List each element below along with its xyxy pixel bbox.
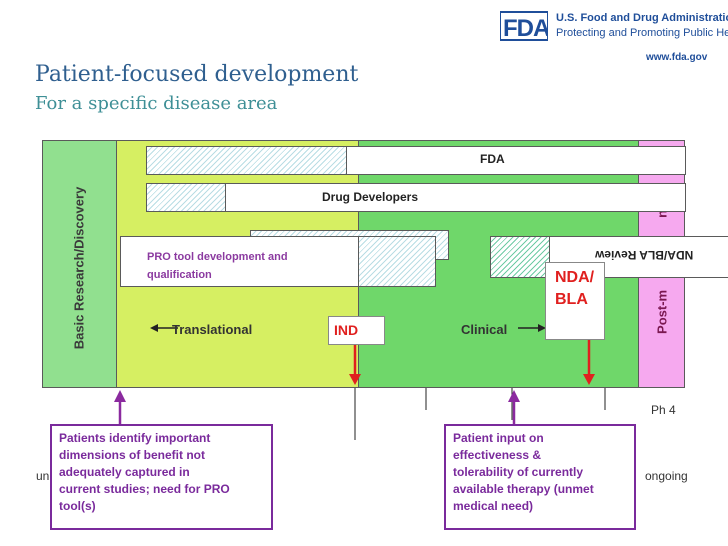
- note-line: adequately captured in: [59, 465, 190, 479]
- drug-developers-bar-hatched: [146, 183, 226, 212]
- agency-tagline: Protecting and Promoting Public Health: [556, 27, 728, 39]
- nda-bla-arrowhead: [583, 374, 595, 385]
- axis-left-label: un: [36, 469, 50, 483]
- clinical-label: Clinical: [461, 322, 508, 337]
- pro-tool-label: PRO tool development and qualification: [147, 248, 347, 284]
- note-line: tool(s): [59, 499, 96, 513]
- phase-basic-research: [42, 140, 117, 388]
- note-line: tolerability of currently: [453, 465, 584, 479]
- nda-review-label: NDA/BLA Review: [595, 248, 694, 262]
- clinical-arrow: [518, 324, 546, 332]
- note-line: Patient input on: [453, 431, 544, 445]
- left-note-arrowhead: [114, 390, 126, 402]
- patient-input-note: Patient input on effectiveness & tolerab…: [444, 424, 636, 530]
- patient-dimensions-note: Patients identify important dimensions o…: [50, 424, 273, 530]
- slide-title: Patient-focused development: [35, 62, 359, 87]
- timeline-arrows: [114, 340, 606, 442]
- note-line: dimensions of benefit not: [59, 448, 205, 462]
- fda-logo-text: FDA: [503, 15, 548, 42]
- nda-bla-milestone-line2: BLA: [555, 291, 588, 308]
- translational-label: Translational: [172, 322, 253, 337]
- ind-arrowhead: [349, 374, 361, 385]
- agency-name: U.S. Food and Drug Administration: [556, 12, 728, 24]
- agency-website[interactable]: www.fda.gov: [646, 52, 708, 63]
- fda-bar: [346, 146, 686, 175]
- nda-bla-milestone: NDA/ BLA: [545, 262, 605, 340]
- pro-tool-label-line1: PRO tool development and: [147, 251, 288, 263]
- note-line: current studies; need for PRO: [59, 482, 230, 496]
- fda-logo-mark: FDA: [500, 11, 548, 42]
- drug-developers-bar: [225, 183, 686, 212]
- note-line: effectiveness &: [453, 448, 542, 462]
- note-line: Patients identify important: [59, 431, 211, 445]
- nda-review-bar-hatched: [490, 236, 550, 278]
- ind-milestone: IND: [328, 316, 385, 345]
- note-line: medical need): [453, 499, 534, 513]
- phase-basic-label: Basic Research/Discovery: [71, 186, 87, 350]
- fda-bar-label: FDA: [480, 152, 505, 166]
- pro-tool-bar: [120, 236, 360, 287]
- ind-milestone-label: IND: [334, 322, 359, 338]
- axis-ongoing-label: ongoing: [645, 469, 688, 483]
- nda-bla-milestone-line1: NDA/: [555, 269, 595, 286]
- pro-tool-label-line2: qualification: [147, 269, 212, 281]
- translational-arrow: [150, 324, 178, 332]
- pro-tool-bar-hatched: [358, 236, 436, 287]
- right-note-arrowhead: [508, 390, 520, 402]
- slide-subtitle: For a specific disease area: [35, 93, 278, 114]
- fda-bar-hatched: [146, 146, 347, 175]
- axis-ph4-label: Ph 4: [651, 403, 676, 417]
- note-line: available therapy (unmet: [453, 482, 594, 496]
- drug-developers-label: Drug Developers: [322, 190, 419, 204]
- fda-logo: FDA: [500, 10, 548, 42]
- phase-post-label-start: Post-m: [654, 289, 670, 334]
